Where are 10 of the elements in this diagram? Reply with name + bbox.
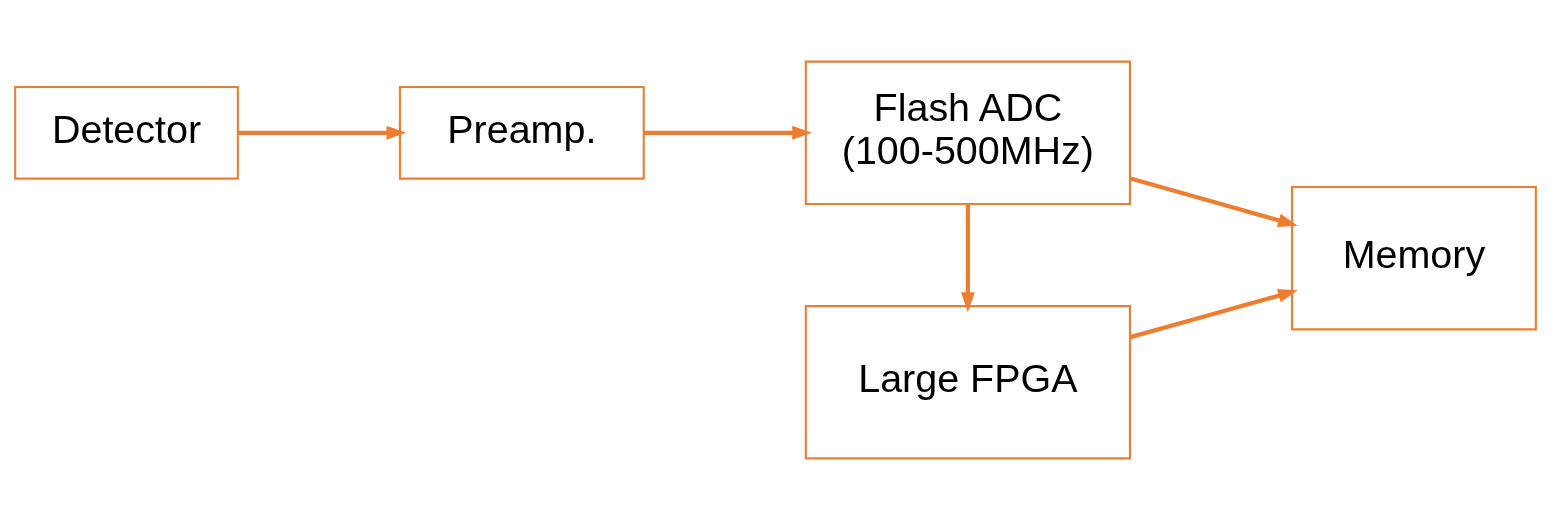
arrow <box>1130 288 1298 339</box>
node-box: Memory <box>1290 185 1537 330</box>
node-box: Preamp. <box>398 85 645 180</box>
arrow <box>960 203 975 312</box>
arrow <box>238 125 407 140</box>
node-box: Flash ADC (100-500MHz) <box>804 60 1131 205</box>
node-box: Detector <box>14 85 239 180</box>
arrow <box>1129 175 1298 227</box>
node-box: Large FPGA <box>804 304 1131 459</box>
arrow <box>643 125 812 140</box>
